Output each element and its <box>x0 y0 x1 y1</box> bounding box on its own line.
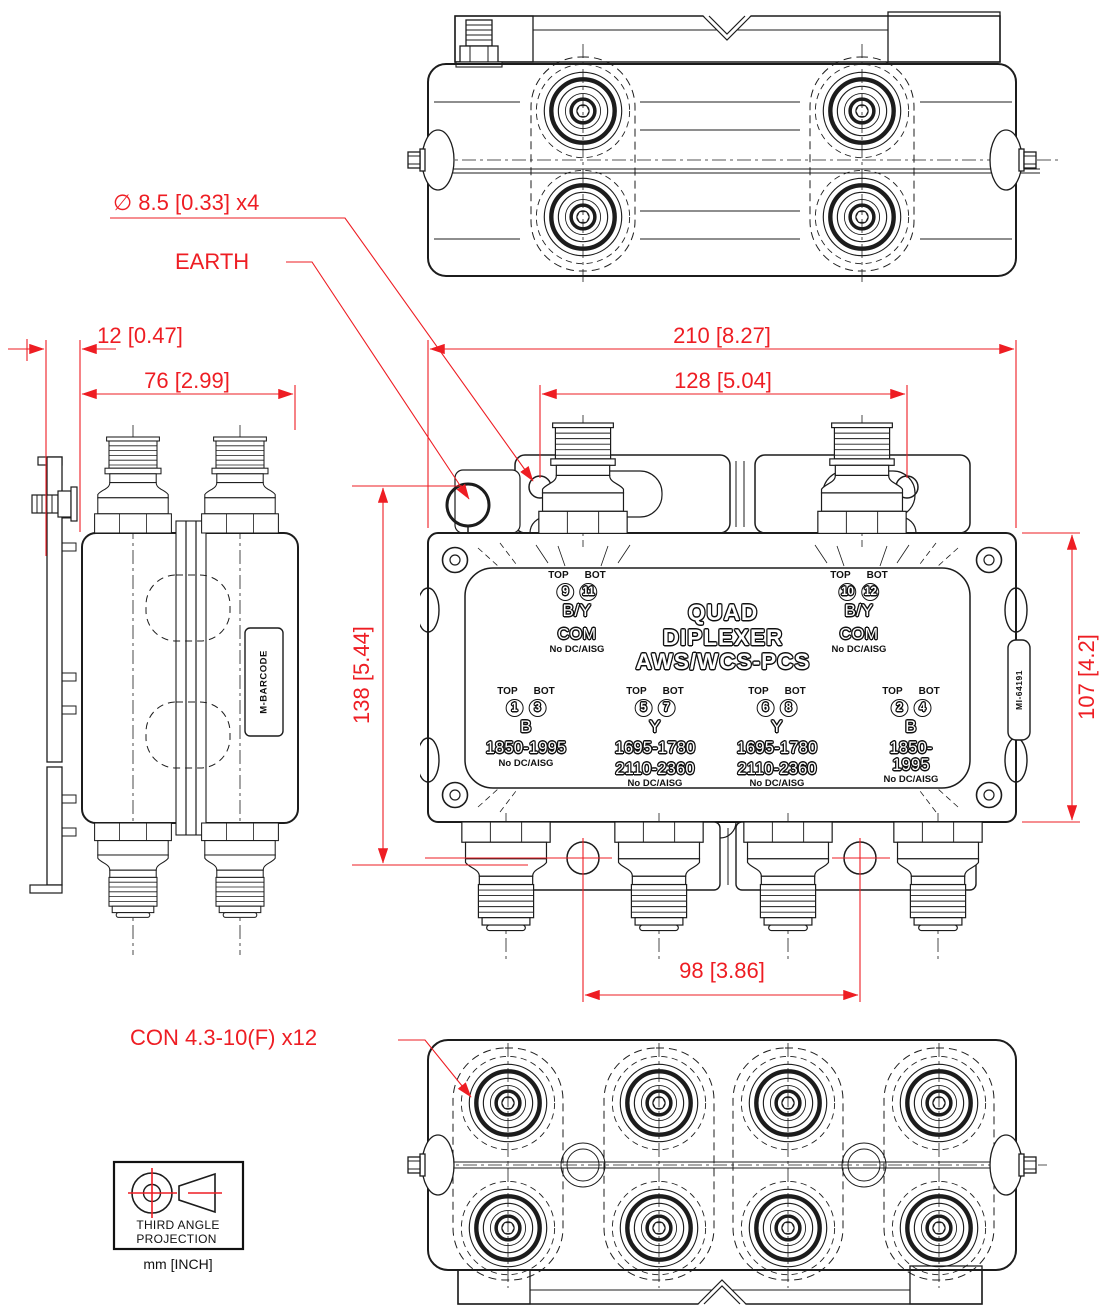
housing-outline <box>427 63 1017 277</box>
port-number: 8 <box>779 699 798 717</box>
earth-lug <box>445 469 521 534</box>
port-number: 12 <box>861 583 880 601</box>
earth-stud <box>455 19 503 68</box>
dim-overall-width: 210 [8.27] <box>673 323 771 348</box>
barcode-text: M-BARCODE <box>258 650 270 714</box>
connector <box>815 64 908 157</box>
dim-bottom-hole-spacing: 98 [3.86] <box>679 958 765 983</box>
connector <box>201 822 279 918</box>
connector <box>94 822 172 918</box>
wall-bracket <box>29 456 77 894</box>
port-number: 4 <box>913 699 932 717</box>
dim-overall-height: 138 [5.44] <box>349 626 374 724</box>
port-number: 7 <box>657 699 676 717</box>
title-line: QUAD <box>687 600 759 625</box>
connector <box>536 170 629 263</box>
connector-callout: CON 4.3-10(F) x12 <box>130 1025 318 1050</box>
dim-bracket-offset: 12 [0.47] <box>97 323 183 348</box>
port-number: 11 <box>579 583 598 601</box>
corner-screw <box>441 781 469 809</box>
port-number: 5 <box>634 699 653 717</box>
top-view <box>407 11 1058 282</box>
connector <box>815 170 908 263</box>
corner-screw <box>441 546 469 574</box>
barcode-label <box>244 627 284 737</box>
dim-mount-hole-spacing: 128 [5.04] <box>674 368 772 393</box>
side-view <box>29 425 299 955</box>
port-number: 1 <box>505 699 524 717</box>
id-tab-text: MI-64191 <box>1014 670 1024 710</box>
projection-label: THIRD ANGLE PROJECTION <box>136 1218 220 1246</box>
dim-body-depth: 76 [2.99] <box>144 368 230 393</box>
cone-symbol <box>178 1172 216 1214</box>
port-number: 3 <box>528 699 547 717</box>
earth-callout: EARTH <box>175 249 250 274</box>
port-number: 6 <box>756 699 775 717</box>
title-line: AWS/WCS-PCS <box>635 649 811 674</box>
label-title: QUAD DIPLEXER AWS/WCS-PCS <box>635 600 811 675</box>
dim-body-height: 107 [4.2] <box>1074 634 1099 720</box>
title-line: DIPLEXER <box>662 624 784 650</box>
port-number: 10 <box>838 583 857 601</box>
bracket-notch <box>702 15 752 41</box>
corner-screw <box>975 781 1003 809</box>
bracket-notch <box>697 1279 747 1305</box>
port-number: 9 <box>556 583 575 601</box>
side-clamp-bolt <box>407 129 455 191</box>
dim-hole-callout: ∅ 8.5 [0.33] x4 <box>113 190 260 215</box>
projection-symbol <box>112 1160 245 1251</box>
corner-screw <box>975 546 1003 574</box>
connector <box>536 64 629 157</box>
side-clamp-bolt <box>407 1134 455 1196</box>
connector <box>201 436 279 534</box>
bottom-view <box>407 1039 1047 1305</box>
side-clamp-bolt <box>989 129 1037 191</box>
connector <box>94 436 172 534</box>
side-clamp-bolt <box>989 1134 1037 1196</box>
units-label: mm [INCH] <box>143 1256 213 1272</box>
port-number: 2 <box>890 699 909 717</box>
